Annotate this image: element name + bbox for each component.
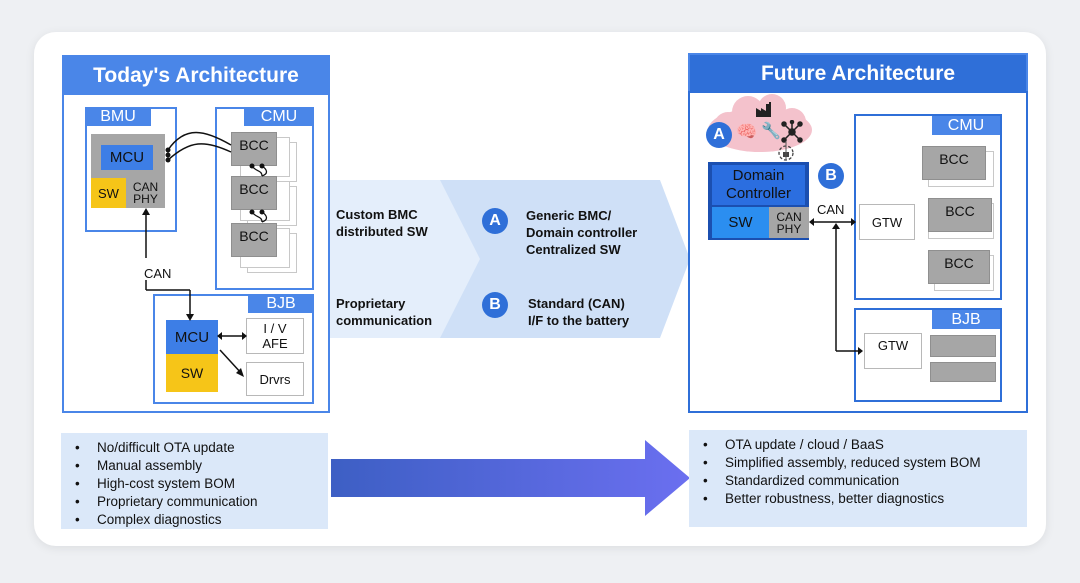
right-bullets: OTA update / cloud / BaaS Simplified ass… <box>689 430 1027 527</box>
bjb-mcu: MCU <box>166 320 218 354</box>
right-cmu-box <box>854 114 1002 300</box>
bmu-sw: SW <box>91 178 126 208</box>
factory-icon <box>756 102 771 117</box>
right-badge-a: A <box>706 122 732 148</box>
mcu-drvrs-link <box>219 349 243 375</box>
bmu-can-phy: CAN PHY <box>126 178 165 208</box>
brain-icon: 🧠 <box>736 122 758 141</box>
left-bullet: No/difficult OTA update <box>75 439 328 457</box>
can-label-right: CAN <box>817 202 845 217</box>
bmu-cmu-link <box>167 143 232 161</box>
drivers: Drvrs <box>246 362 304 396</box>
bcc-2: BCC <box>231 176 277 210</box>
right-bullet: Standardized communication <box>703 472 1027 490</box>
middle-right-text-1: Generic BMC/ Domain controller Centraliz… <box>526 208 638 257</box>
left-title: Today's Architecture <box>62 55 330 95</box>
right-bjb-label: BJB <box>932 310 1000 329</box>
iv-afe: I / V AFE <box>246 318 304 354</box>
right-bullet: Simplified assembly, reduced system BOM <box>703 454 1027 472</box>
dc-can-phy: CAN PHY <box>769 207 809 238</box>
bjb-box <box>153 294 314 404</box>
bmu-mcu: MCU <box>101 145 153 170</box>
daisy-chain-1 <box>249 163 268 177</box>
bjb-gtw: GTW <box>864 333 922 369</box>
network-icon <box>781 120 803 143</box>
right-badge-b: B <box>818 163 844 189</box>
bcc-1: BCC <box>231 132 277 166</box>
bmu-label: BMU <box>85 107 151 126</box>
domain-controller-label: Domain Controller <box>712 165 805 205</box>
bjb-sw: SW <box>166 354 218 392</box>
bjb-gray-block <box>930 362 996 382</box>
middle-left-text-1: Custom BMC distributed SW <box>336 207 428 239</box>
bjb-gray-block <box>930 335 996 357</box>
wrench-icon: 🔧 <box>761 123 781 140</box>
cmu-gtw: GTW <box>859 204 915 240</box>
middle-band-left <box>330 180 485 338</box>
right-bcc-2: BCC <box>928 198 992 232</box>
big-arrow <box>331 440 690 516</box>
badge-a: A <box>482 208 508 234</box>
right-title: Future Architecture <box>688 53 1028 93</box>
bmu-cmu-link <box>167 131 232 151</box>
left-bullet: Manual assembly <box>75 457 328 475</box>
middle-right-text-2: Standard (CAN) I/F to the battery <box>528 296 630 328</box>
right-bcc-3: BCC <box>928 250 990 284</box>
can-label-left: CAN <box>144 266 172 281</box>
right-cmu-label: CMU <box>932 116 1000 135</box>
right-bcc-1: BCC <box>922 146 986 180</box>
left-bullet: Proprietary communication <box>75 493 328 511</box>
right-bjb-box <box>854 308 1002 402</box>
bcc-3: BCC <box>231 223 277 257</box>
left-bullet: High-cost system BOM <box>75 475 328 493</box>
badge-b: B <box>482 292 508 318</box>
left-bullets: No/difficult OTA update Manual assembly … <box>61 433 328 529</box>
daisy-chain-2 <box>249 209 268 223</box>
middle-left-text-2: Proprietary communication <box>336 296 433 328</box>
dc-sw: SW <box>712 207 769 238</box>
bjb-label: BJB <box>248 294 314 313</box>
left-bullet: Complex diagnostics <box>75 511 328 529</box>
cmu-label: CMU <box>244 107 314 126</box>
right-bullet: Better robustness, better diagnostics <box>703 490 1027 508</box>
right-bullet: OTA update / cloud / BaaS <box>703 436 1027 454</box>
